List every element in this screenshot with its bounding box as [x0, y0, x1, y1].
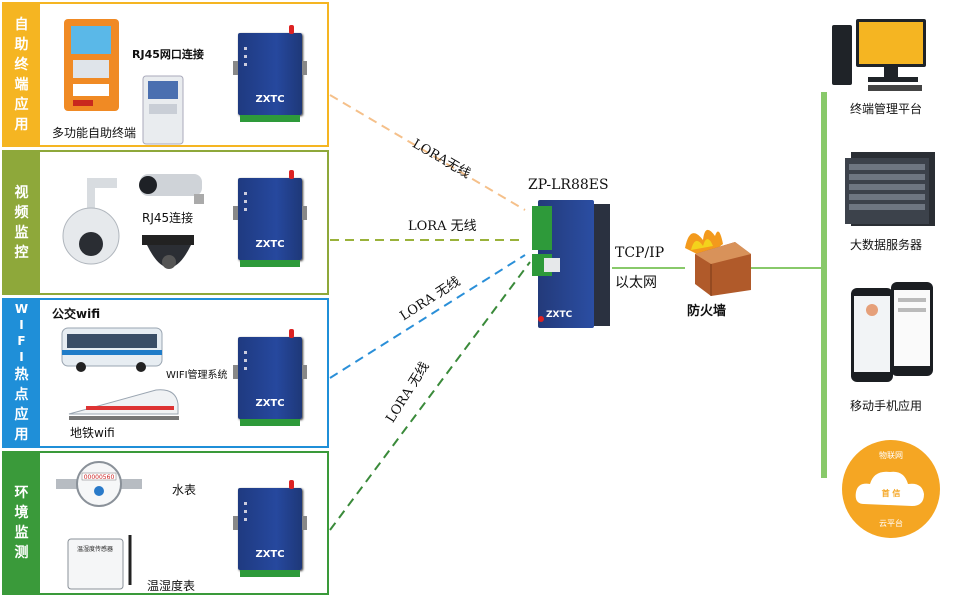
server-rack-icon [845, 152, 935, 226]
lora-link-1 [329, 94, 526, 211]
lora-device-2: ZXTC [233, 170, 307, 267]
dome-camera-icon [62, 178, 120, 265]
label-rj45: RJ45连接 [142, 211, 194, 225]
gateway-logo: ZXTC [546, 310, 573, 320]
network-bus [821, 92, 827, 478]
terminal-platform-label: 终端管理平台 [850, 102, 923, 116]
bus-icon [61, 327, 163, 372]
firewall-label: 防火墙 [687, 304, 727, 319]
panel-tab-video: 视频 监控 [4, 152, 40, 293]
cloud-bottom-text: 云平台 [879, 519, 903, 528]
metro-train-icon [68, 389, 179, 420]
cloud-top-text: 物联网 [879, 451, 903, 460]
device-logo-3: ZXTC [255, 398, 285, 409]
cloud-mid-text: 首 信 [881, 489, 901, 498]
ethernet-label: 以太网 [615, 275, 657, 291]
kiosk-terminal-icon [64, 19, 119, 111]
cloud-platform-icon: 物联网 首 信 云平台 [842, 440, 940, 538]
device-logo-4: ZXTC [255, 549, 285, 560]
link-label-2: LORA 无线 [408, 219, 477, 234]
label-humidity-meter: 温湿度表 [147, 579, 196, 593]
device-logo-1: ZXTC [255, 94, 285, 105]
mobile-app-label: 移动手机应用 [850, 399, 923, 413]
firewall-icon [685, 229, 751, 296]
label-wifi-system: WIFI管理系统 [166, 370, 228, 381]
lora-link-3 [329, 254, 526, 379]
label-water-meter: 水表 [172, 483, 197, 497]
label-bus-wifi: 公交wifi [52, 307, 101, 321]
panel-tab-environment: 环境 监测 [4, 453, 40, 593]
bullet-camera-icon [139, 174, 204, 204]
label-metro-wifi: 地铁wifi [70, 426, 115, 440]
lora-device-4: ZXTC [233, 480, 307, 577]
device-logo-2: ZXTC [255, 239, 285, 250]
meter-digits: 00000560 [84, 474, 115, 481]
water-meter-icon: 00000560 [56, 461, 142, 507]
lora-device-3: ZXTC [233, 329, 307, 426]
tcp-ip-label: TCP/IP [615, 245, 665, 261]
panel-tab-self-service: 自助 终端 应用 [4, 4, 40, 145]
dome-ceiling-camera-icon [142, 235, 194, 269]
atm-kiosk-icon [142, 75, 184, 145]
smartphone-icon [851, 282, 933, 382]
bigdata-server-label: 大数据服务器 [850, 238, 923, 252]
gateway-device: ZXTC [532, 200, 612, 328]
desktop-computer-icon [832, 19, 926, 91]
sensor-label: 温湿度传感器 [77, 545, 113, 553]
panel-environment-monitoring: 环境 监测 00000560 水表 温湿度传感器 温湿度表 [2, 451, 329, 595]
label-multi-kiosk: 多功能自助终端 [52, 126, 137, 140]
lora-device-1: ZXTC [233, 25, 307, 122]
label-rj45-port: RJ45网口连接 [132, 48, 204, 61]
lora-link-4 [329, 261, 531, 531]
humidity-sensor-icon: 温湿度传感器 [67, 535, 132, 590]
gateway-title: ZP-LR88ES [528, 177, 609, 193]
